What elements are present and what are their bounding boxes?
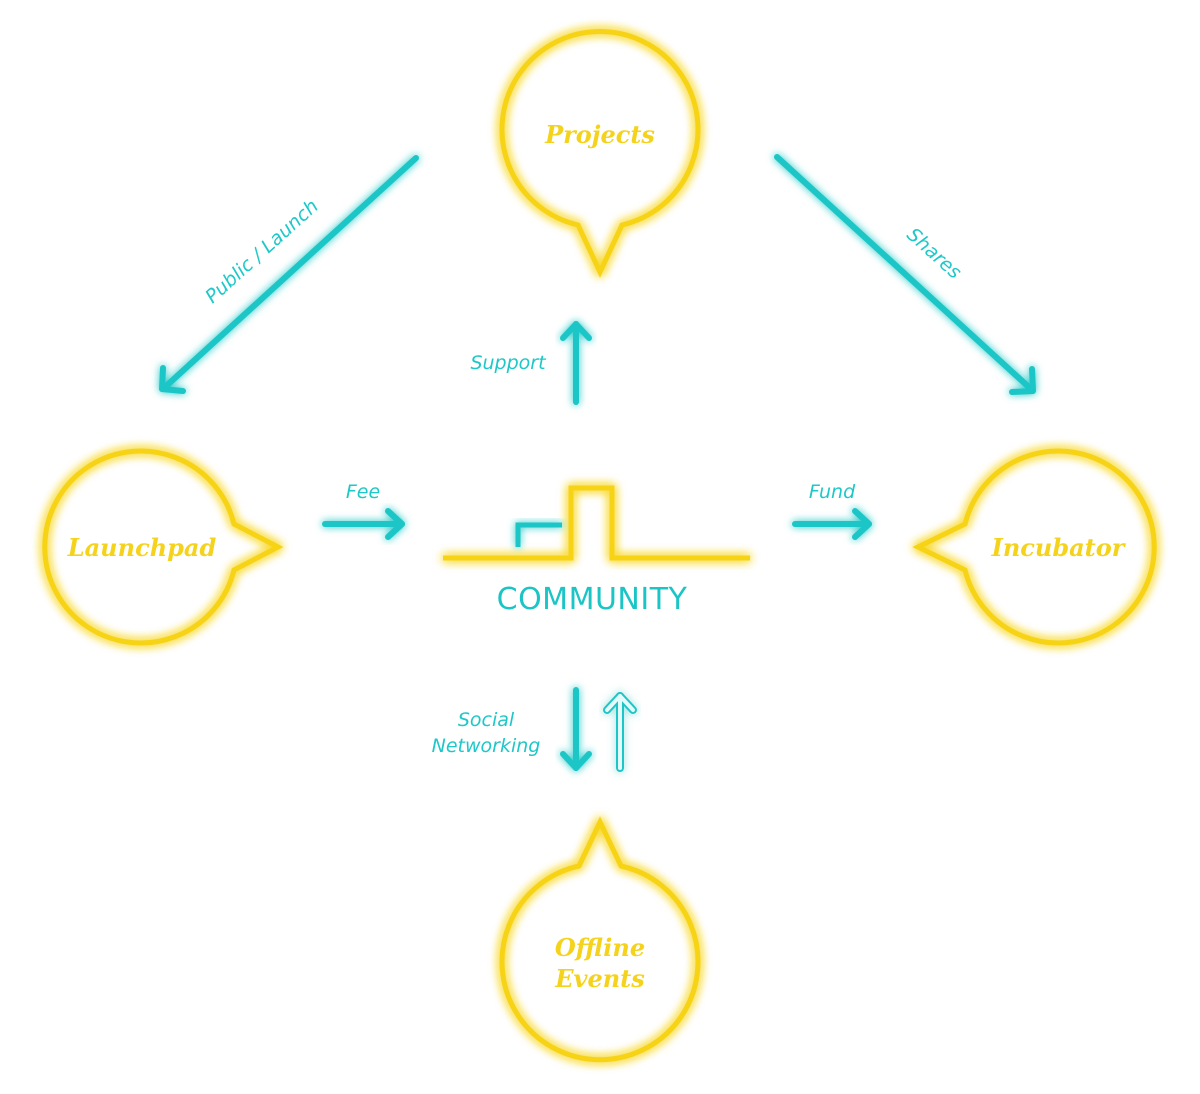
offline-events-label-line2: Events bbox=[554, 964, 645, 993]
support-label: Support bbox=[470, 352, 547, 374]
public-launch-arrow bbox=[159, 155, 419, 394]
fee-label: Fee bbox=[346, 481, 380, 503]
launchpad-label: Launchpad bbox=[67, 533, 217, 562]
launchpad-node: Launchpad bbox=[42, 448, 284, 646]
fee-arrow bbox=[322, 508, 405, 540]
launchpad-bubble-shape bbox=[42, 448, 284, 646]
community-step-icon bbox=[515, 522, 562, 547]
social-networking-up-arrow bbox=[603, 692, 637, 772]
social-networking-down-arrow bbox=[560, 687, 592, 771]
offline-events-bubble-shape bbox=[499, 816, 701, 1063]
community-center: COMMUNITY bbox=[443, 474, 750, 617]
community-label: COMMUNITY bbox=[497, 582, 688, 617]
support-arrow bbox=[560, 321, 592, 405]
projects-bubble-shape bbox=[499, 29, 701, 278]
fund-label: Fund bbox=[809, 481, 856, 503]
projects-label: Projects bbox=[544, 120, 655, 149]
social-networking-label-line2: Networking bbox=[432, 735, 541, 757]
shares-label: Shares bbox=[902, 224, 965, 284]
offline-events-node: Offline Events bbox=[499, 816, 701, 1063]
fund-arrow bbox=[792, 508, 872, 540]
incubator-bubble-shape bbox=[912, 448, 1157, 646]
community-skyline-icon bbox=[443, 485, 750, 561]
projects-node: Projects bbox=[499, 29, 701, 278]
shares-arrow bbox=[774, 154, 1036, 395]
public-launch-label: Public / Launch bbox=[201, 195, 323, 308]
social-networking-label-line1: Social bbox=[458, 709, 515, 731]
offline-events-label-line1: Offline bbox=[555, 933, 645, 962]
incubator-label: Incubator bbox=[991, 533, 1127, 562]
incubator-node: Incubator bbox=[912, 448, 1157, 646]
